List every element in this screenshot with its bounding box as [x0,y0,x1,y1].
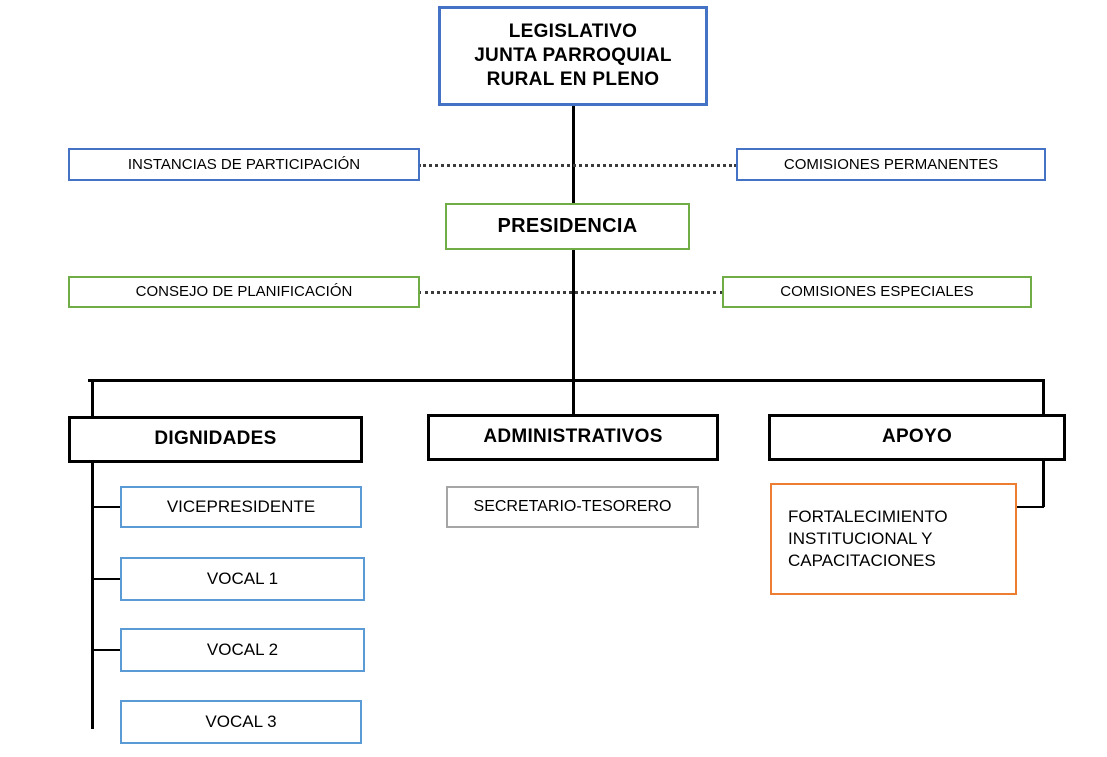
node-apoyo-label: APOYO [881,426,953,448]
node-comisiones-permanentes-label: COMISIONES PERMANENTES [783,155,999,173]
node-vocal-1[interactable]: VOCAL 1 [120,557,365,601]
node-dignidades-label: DIGNIDADES [154,428,277,450]
node-comisiones-especiales[interactable]: COMISIONES ESPECIALES [722,276,1032,308]
connector-dignidades-spine [91,379,94,729]
connector-bar-administrativos [572,379,575,415]
connector-presidencia-distribution-bar [572,250,575,382]
node-secretario-tesorero[interactable]: SECRETARIO-TESORERO [446,486,699,528]
node-secretario-tesorero-label: SECRETARIO-TESORERO [473,497,672,515]
node-vocal-3[interactable]: VOCAL 3 [120,700,362,744]
node-instancias-participacion-label: INSTANCIAS DE PARTICIPACIÓN [127,155,361,173]
connector-stub-vocal-1 [91,578,122,580]
node-administrativos[interactable]: ADMINISTRATIVOS [427,414,719,461]
connector-dotted-consejo-comisiones-especiales [418,291,723,294]
node-presidencia[interactable]: PRESIDENCIA [445,203,690,250]
node-fortalecimiento-institucional-label: FORTALECIMIENTO INSTITUCIONAL Y CAPACITA… [788,507,948,570]
node-administrativos-label: ADMINISTRATIVOS [483,426,663,448]
node-comisiones-permanentes[interactable]: COMISIONES PERMANENTES [736,148,1046,181]
node-apoyo[interactable]: APOYO [768,414,1066,461]
node-presidencia-label: PRESIDENCIA [497,214,638,237]
node-dignidades[interactable]: DIGNIDADES [68,416,363,463]
node-vocal-1-label: VOCAL 1 [206,569,279,589]
node-instancias-participacion[interactable]: INSTANCIAS DE PARTICIPACIÓN [68,148,420,181]
connector-legislativo-presidencia [572,105,575,203]
node-vocal-3-label: VOCAL 3 [205,712,277,732]
node-vocal-2[interactable]: VOCAL 2 [120,628,365,672]
connector-stub-vicepresidente [91,506,122,508]
node-legislativo[interactable]: LEGISLATIVO JUNTA PARROQUIAL RURAL EN PL… [438,6,708,106]
connector-dotted-instancias-comisiones-permanentes [418,164,737,167]
node-vicepresidente[interactable]: VICEPRESIDENTE [120,486,362,528]
connector-stub-fortalecimiento [1016,506,1044,508]
node-legislativo-label: LEGISLATIVO JUNTA PARROQUIAL RURAL EN PL… [474,20,672,91]
node-consejo-planificacion-label: CONSEJO DE PLANIFICACIÓN [135,283,353,301]
node-fortalecimiento-institucional[interactable]: FORTALECIMIENTO INSTITUCIONAL Y CAPACITA… [770,483,1017,595]
node-comisiones-especiales-label: COMISIONES ESPECIALES [780,283,974,301]
node-vocal-2-label: VOCAL 2 [206,640,279,660]
distribution-bar [88,379,1044,382]
node-consejo-planificacion[interactable]: CONSEJO DE PLANIFICACIÓN [68,276,420,308]
node-vicepresidente-label: VICEPRESIDENTE [166,497,316,517]
connector-stub-vocal-2 [91,649,122,651]
